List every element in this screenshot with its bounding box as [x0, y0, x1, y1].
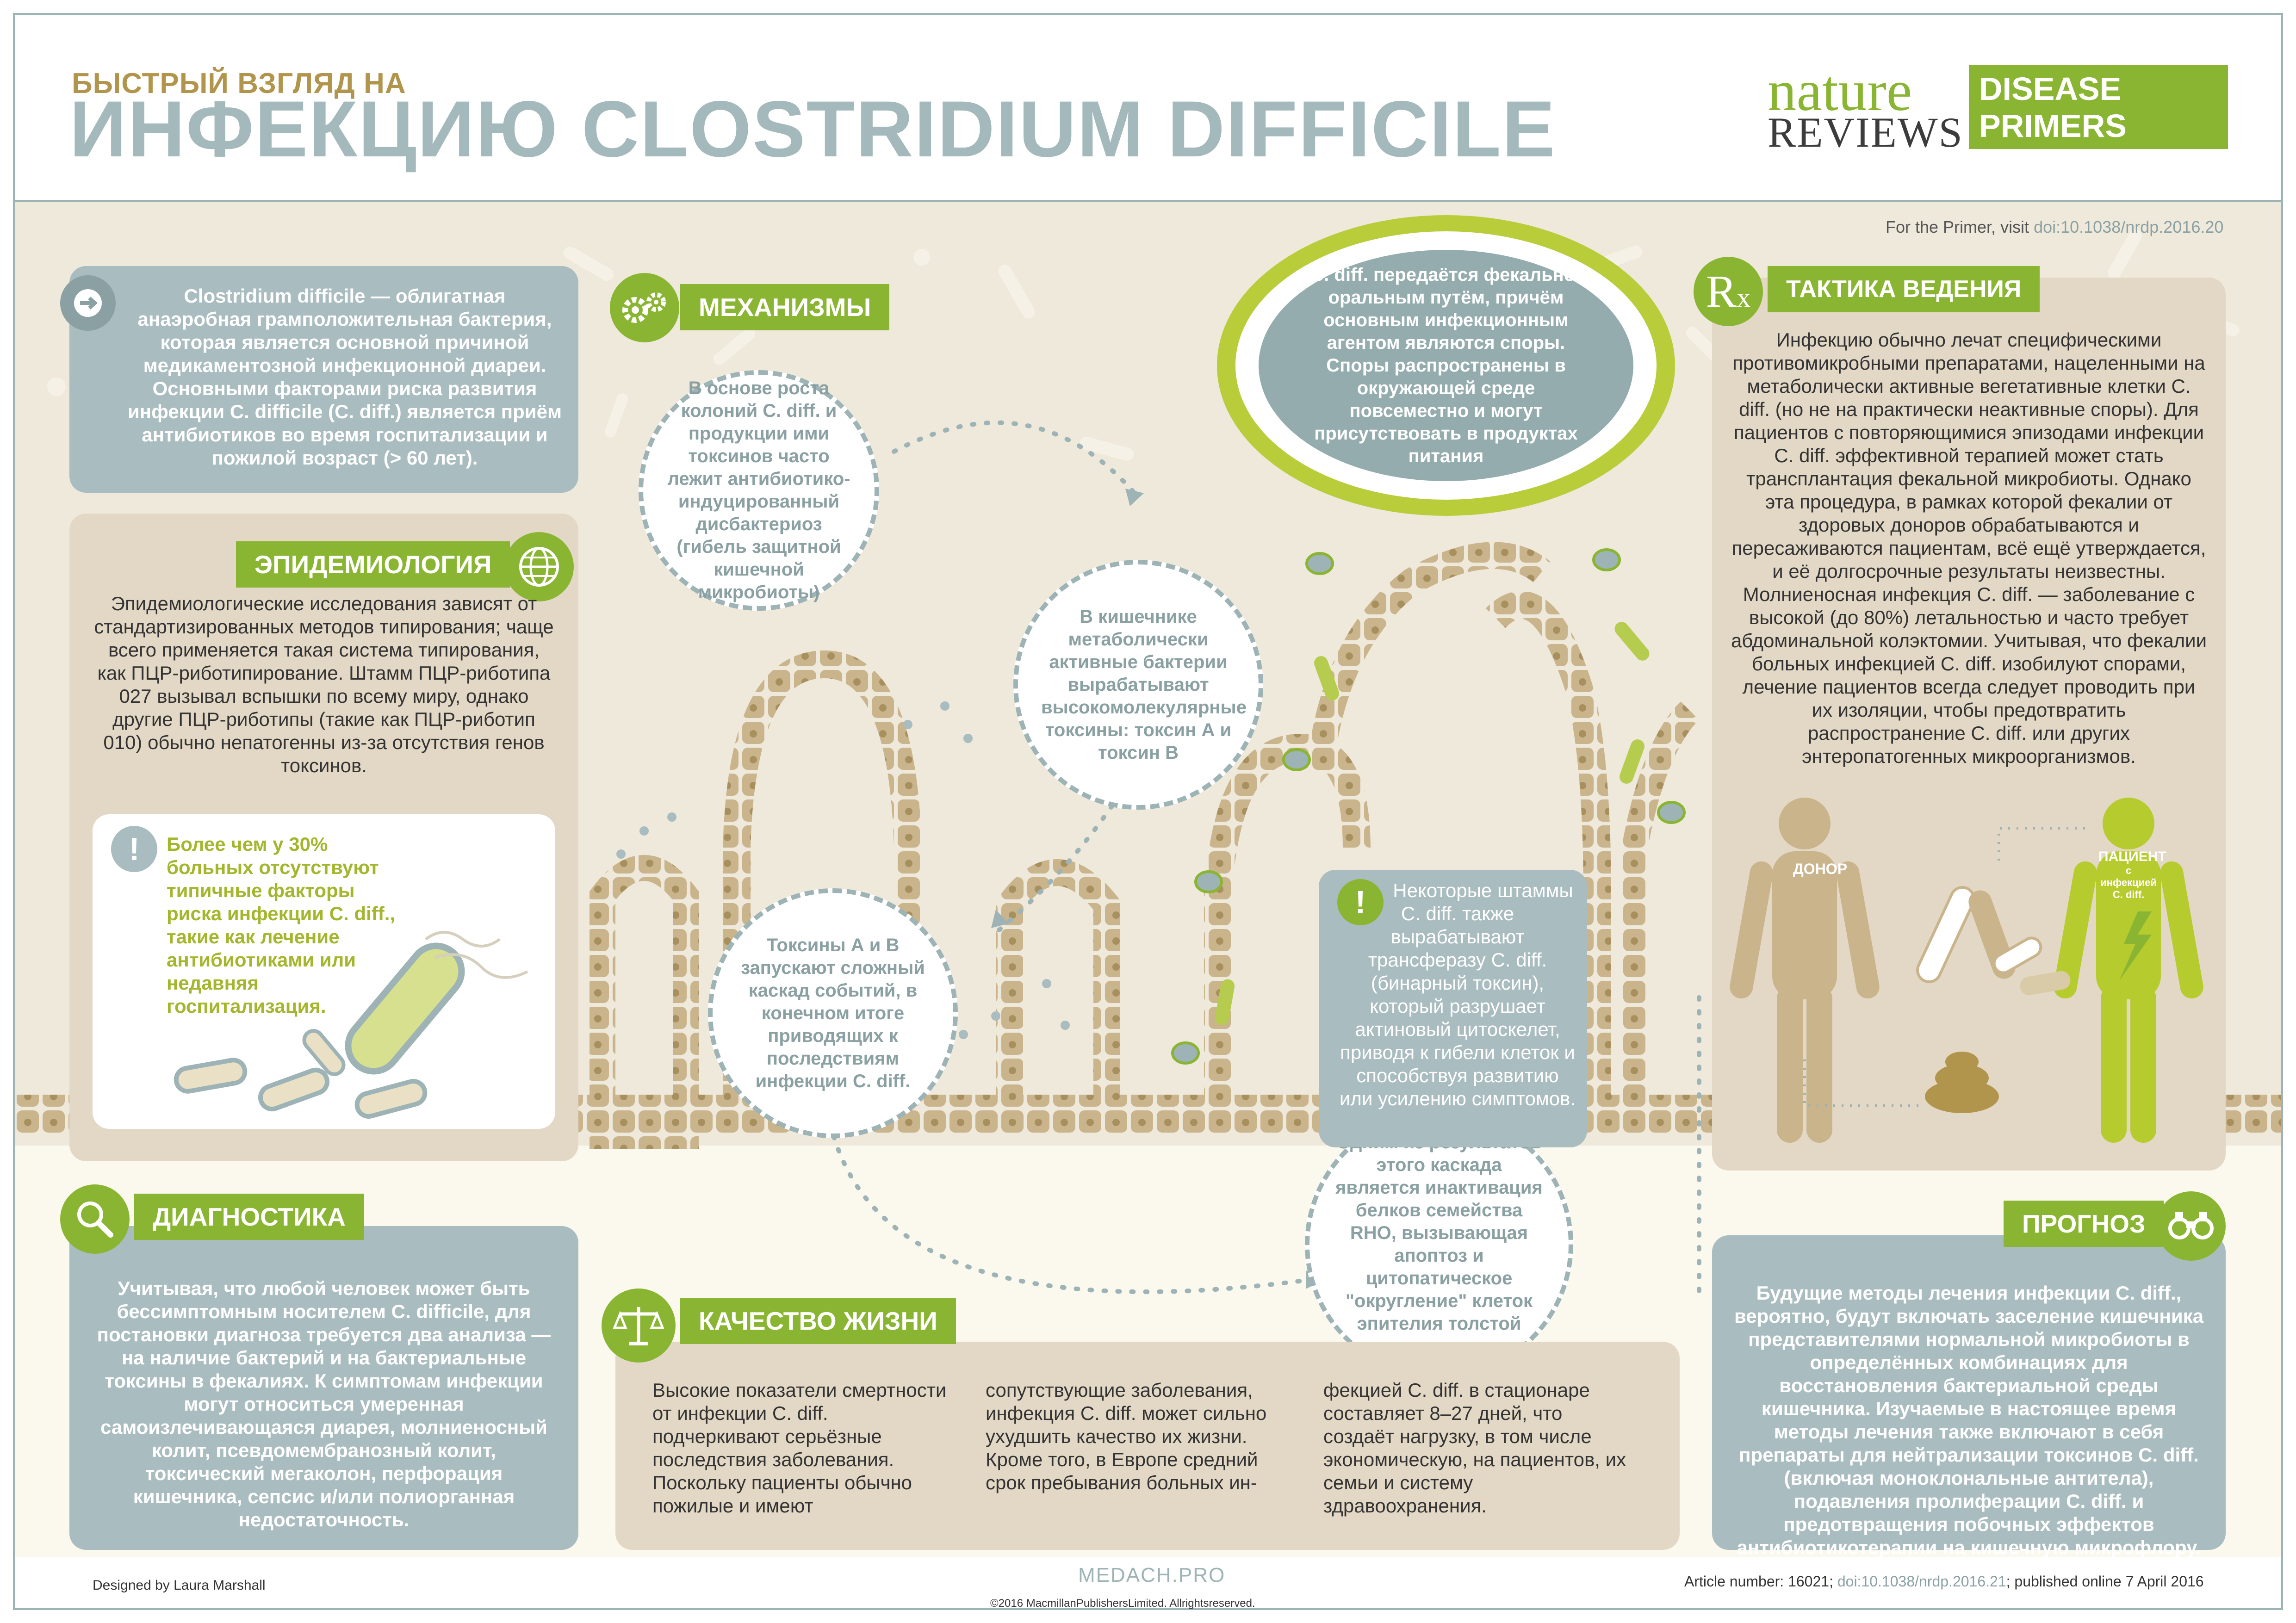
- quality-heading: КАЧЕСТВО ЖИЗНИ: [680, 1298, 956, 1344]
- gears-icon: [610, 273, 679, 342]
- fmt-illustration: [1730, 798, 2203, 1143]
- management-heading: ТАКТИКА ВЕДЕНИЯ: [1768, 266, 2040, 312]
- epidemiology-alert-text: Более чем у 30% больных отсутствуют типи…: [167, 833, 396, 1017]
- epidemiology-alert: ! Более чем у 30% больных отсутствуют ти…: [93, 814, 555, 1129]
- copyright: ©2016 MacmillanPublishersLimited. Allrig…: [990, 1597, 1255, 1610]
- diagnostics-card: ДИАГНОСТИКА Учитывая, что любой человек …: [60, 1184, 578, 1550]
- diagnostics-heading: ДИАГНОСТИКА: [134, 1194, 364, 1240]
- binary-toxin-text: Некоторые штаммы C. diff. также вырабаты…: [1339, 880, 1576, 1109]
- epidemiology-heading: ЭПИДЕМИОЛОГИЯ: [236, 541, 510, 588]
- quality-card: КАЧЕСТВО ЖИЗНИ Высокие показатели смертн…: [602, 1288, 1680, 1550]
- globe-icon: [504, 532, 574, 601]
- management-text: Инфекцию обычно лечат специфическими про…: [1731, 329, 2207, 767]
- primer-link[interactable]: For the Primer, visit doi:10.1038/nrdp.2…: [1886, 217, 2223, 237]
- intro-text: Clostridium difficile — облигатная анаэр…: [127, 285, 562, 469]
- mechanism-step-4-text: Одним из результатов этого каскада являе…: [1335, 1132, 1543, 1357]
- binary-toxin-card: ! Некоторые штаммы C. diff. также выраба…: [1319, 870, 1587, 1147]
- logo-reviews: REVIEWS: [1768, 109, 1963, 156]
- diagnostics-text: Учитывая, что любой человек может быть б…: [97, 1277, 551, 1530]
- article-published: ; published online 7 April 2016: [2006, 1573, 2204, 1590]
- primer-doi-link[interactable]: doi:10.1038/nrdp.2016.20: [2034, 217, 2224, 236]
- mechanisms-heading: МЕХАНИЗМЫ: [680, 284, 890, 330]
- binoculars-icon: [2156, 1191, 2226, 1261]
- page-title: ИНФЕКЦИЮ CLOSTRIDIUM DIFFICILE: [69, 85, 1556, 173]
- mechanism-step-3-text: Токсины А и В запускают сложный каскад с…: [741, 935, 925, 1091]
- patient-label-line3: C. diff.: [2112, 889, 2145, 900]
- site-watermark: MEDACH.PRO: [1078, 1564, 1226, 1586]
- designer-credit: Designed by Laura Marshall: [93, 1578, 266, 1593]
- logo-disease-primers: DISEASE PRIMERS: [1969, 65, 2228, 149]
- quality-col-3: фекцией C. diff. в стационаре составляет…: [1323, 1379, 1626, 1517]
- epidemiology-card: ЭПИДЕМИОЛОГИЯ Эпидемиологические исследо…: [69, 514, 578, 1161]
- logo-disease: DISEASE: [1979, 71, 2122, 107]
- quality-col-2: сопутствующие заболевания, инфекция C. d…: [986, 1379, 1267, 1493]
- rx-icon: Rx: [1694, 257, 1763, 326]
- transmission-text: C. diff. передаётся фекально-оральным пу…: [1310, 264, 1582, 466]
- donor-label: ДОНОР: [1793, 861, 1848, 877]
- patient-label-line1: ПАЦИЕНТ: [2098, 849, 2166, 864]
- quality-col-1: Высокие показатели смертности от инфекци…: [652, 1379, 947, 1517]
- logo-nature: nature: [1768, 59, 1912, 123]
- mechanism-step-1-text: В основе роста колоний C. diff. и продук…: [667, 378, 850, 602]
- mechanism-step-1: В основе роста колоний C. diff. и продук…: [639, 370, 879, 611]
- epidemiology-text: Эпидемиологические исследования зависят …: [94, 593, 554, 776]
- exclamation-icon: !: [1337, 879, 1384, 925]
- intro-card: Clostridium difficile — облигатная анаэр…: [60, 266, 578, 493]
- article-number: Article number: 16021;: [1684, 1573, 1837, 1590]
- transmission-callout: C. diff. передаётся фекально-оральным пу…: [1259, 250, 1633, 481]
- primer-link-prefix: For the Primer, visit: [1886, 217, 2034, 236]
- bacteria-illustration: [174, 931, 528, 1119]
- title-kicker: БЫСТРЫЙ ВЗГЛЯД НА: [72, 68, 406, 99]
- patient-label: ПАЦИЕНТ с инфекцией C. diff.: [2098, 849, 2166, 901]
- mechanism-step-2-text: В кишечнике метаболически активные бакте…: [1041, 606, 1247, 763]
- article-doi-link[interactable]: doi:10.1038/nrdp.2016.21: [1837, 1573, 2006, 1590]
- mechanism-step-4: Одним из результатов этого каскада являе…: [1305, 1110, 1573, 1379]
- prognosis-text: Будущие методы лечения инфекции C. diff.…: [1734, 1282, 2204, 1558]
- magnifier-icon: [60, 1184, 130, 1254]
- mechanism-step-2: В кишечнике метаболически активные бакте…: [1013, 560, 1263, 810]
- logo-primers: PRIMERS: [1979, 108, 2127, 144]
- mechanism-step-3: Токсины А и В запускают сложный каскад с…: [708, 888, 958, 1138]
- prognosis-card: ПРОГНОЗ Будущие методы лечения инфекции …: [1712, 1191, 2226, 1558]
- article-info: Article number: 16021; doi:10.1038/nrdp.…: [1684, 1573, 2204, 1590]
- prognosis-heading: ПРОГНОЗ: [2004, 1201, 2164, 1247]
- exclamation-icon: !: [111, 826, 157, 872]
- management-card: Rx ТАКТИКА ВЕДЕНИЯ Инфекцию обычно лечат…: [1694, 257, 2226, 1171]
- patient-label-line2: с инфекцией: [2100, 865, 2157, 888]
- scales-icon: [602, 1288, 676, 1363]
- header: [15, 15, 2281, 202]
- arrow-right-icon: [60, 275, 116, 331]
